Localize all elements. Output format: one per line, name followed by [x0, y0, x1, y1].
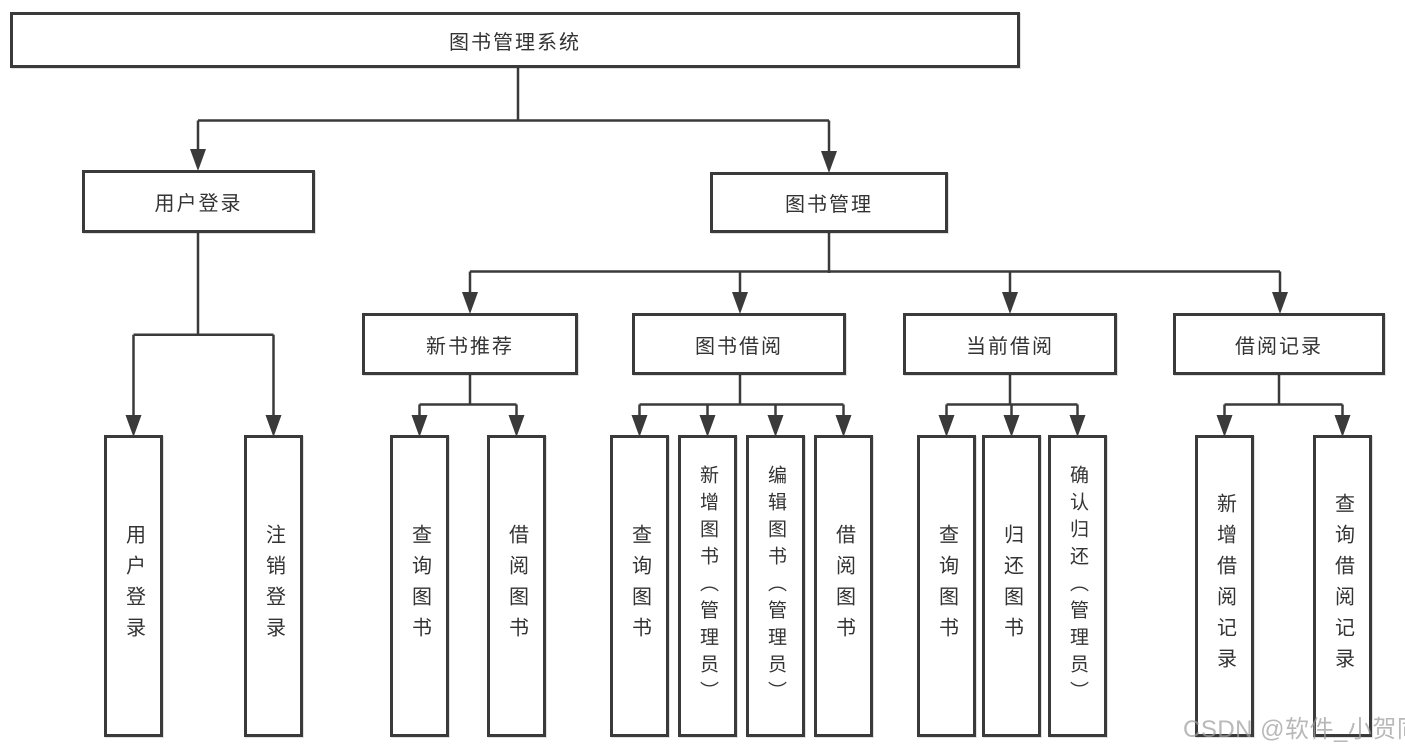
leaf-label: 新增图书（管理员） [697, 464, 718, 708]
leaf-user-login: 用户登录 [104, 435, 163, 737]
leaf-edit-books-admin: 编辑图书（管理员） [746, 435, 805, 737]
leaf-borrow-books-recommend: 借阅图书 [487, 435, 546, 737]
leaf-label: 查询图书 [408, 524, 431, 648]
node-new-book-recommend: 新书推荐 [362, 313, 578, 375]
leaf-label: 查询借阅记录 [1331, 493, 1354, 679]
leaf-add-borrow-record: 新增借阅记录 [1195, 435, 1254, 737]
leaf-query-books-borrowing: 查询图书 [610, 435, 669, 737]
leaf-return-books: 归还图书 [982, 435, 1041, 737]
arrowhead-icons [125, 149, 1351, 437]
node-current-borrowing: 当前借阅 [903, 313, 1117, 375]
leaf-label: 新增借阅记录 [1213, 493, 1236, 679]
node-book-borrowing: 图书借阅 [632, 313, 846, 375]
leaf-label: 注销登录 [262, 524, 285, 648]
leaf-label: 查询图书 [628, 524, 651, 648]
node-user-login: 用户登录 [82, 170, 315, 233]
leaf-label: 归还图书 [1000, 524, 1023, 648]
node-library-management-system: 图书管理系统 [10, 12, 1020, 68]
leaf-label: 编辑图书（管理员） [765, 464, 786, 708]
csdn-watermark: CSDN @软件_小贺同学 [1183, 716, 1405, 743]
leaf-query-books-recommend: 查询图书 [390, 435, 449, 737]
leaf-label: 借阅图书 [832, 524, 855, 648]
leaf-query-books-current: 查询图书 [917, 435, 976, 737]
leaf-logout: 注销登录 [244, 435, 303, 737]
node-borrowing-records: 借阅记录 [1173, 313, 1385, 375]
leaf-query-borrow-record: 查询借阅记录 [1313, 435, 1372, 737]
leaf-label: 查询图书 [935, 524, 958, 648]
leaf-label: 借阅图书 [505, 524, 528, 648]
leaf-label: 确认归还（管理员） [1067, 464, 1088, 708]
node-book-management: 图书管理 [710, 172, 948, 233]
leaf-confirm-return-admin: 确认归还（管理员） [1048, 435, 1107, 737]
leaf-add-books-admin: 新增图书（管理员） [678, 435, 737, 737]
leaf-label: 用户登录 [122, 524, 145, 648]
leaf-borrow-books: 借阅图书 [814, 435, 873, 737]
